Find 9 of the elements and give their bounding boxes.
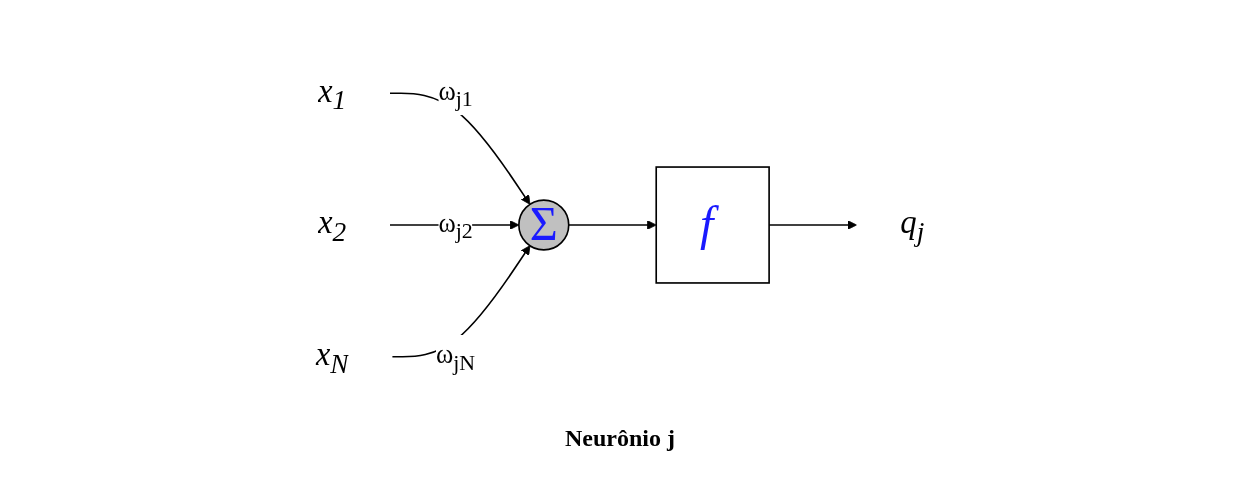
node-circle: Σ bbox=[518, 199, 570, 251]
node-text: q$_{j}$ bbox=[900, 203, 925, 247]
node-text: x$_{1}$ bbox=[317, 72, 347, 115]
edge-label: ω$_{j2}$ bbox=[438, 208, 473, 243]
edge-label: ω$_{j1}$ bbox=[438, 76, 473, 111]
edge-label: ω$_{jN}$ bbox=[435, 340, 476, 375]
node-box: f bbox=[655, 166, 770, 284]
caption: Neurônio j bbox=[565, 425, 675, 452]
node-text: x$_{2}$ bbox=[317, 203, 347, 247]
